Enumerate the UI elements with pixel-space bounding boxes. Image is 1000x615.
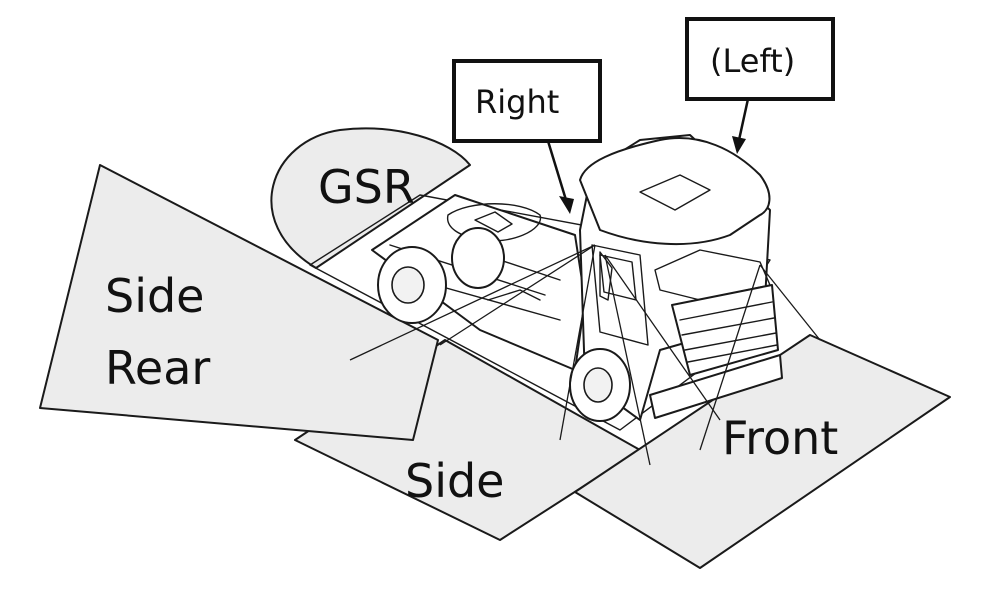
- sight-line: [439, 244, 596, 346]
- sight-line: [604, 254, 651, 466]
- callout-right-label: Right: [475, 83, 559, 121]
- sight-lines: [349, 244, 821, 466]
- callout-left-arrow: [737, 98, 750, 141]
- sight-line: [559, 244, 596, 441]
- sight-line: [759, 264, 821, 341]
- zone-label-side-rear-line1: Side: [105, 269, 204, 323]
- front-grille: [671, 284, 779, 376]
- sight-line: [349, 244, 596, 361]
- callout-left-box: [685, 17, 835, 101]
- callout-left: (Left): [685, 17, 835, 154]
- truck-cab-roof: [579, 137, 771, 246]
- zone-label-side: Side: [405, 454, 504, 508]
- rear-wheel-hub: [391, 266, 425, 304]
- grille-lines: [679, 301, 778, 363]
- callout-left-arrowhead: [732, 136, 746, 154]
- callout-right: Right: [452, 59, 602, 214]
- roof-hatch: [639, 174, 711, 211]
- side-mirror: [599, 251, 613, 301]
- callout-right-box: [452, 59, 602, 143]
- fifth-wheel: [446, 203, 542, 242]
- front-wheel-hub: [583, 367, 613, 403]
- gsr-zone: [270, 127, 471, 269]
- truck-illustration: [371, 134, 783, 422]
- side-rear-zone: [39, 164, 439, 441]
- callout-right-arrow: [546, 140, 568, 201]
- zone-label-front: Front: [722, 411, 838, 465]
- sight-line: [604, 254, 721, 421]
- rear-wheel-far: [451, 227, 505, 289]
- zone-label-side-rear-line2: Rear: [105, 341, 210, 395]
- zone-label-gsr: GSR: [318, 160, 415, 214]
- front-bumper: [649, 354, 783, 419]
- fifth-wheel-slot: [474, 211, 513, 233]
- callout-left-label: (Left): [710, 42, 795, 80]
- callout-right-arrowhead: [559, 196, 574, 214]
- sight-line: [699, 264, 761, 451]
